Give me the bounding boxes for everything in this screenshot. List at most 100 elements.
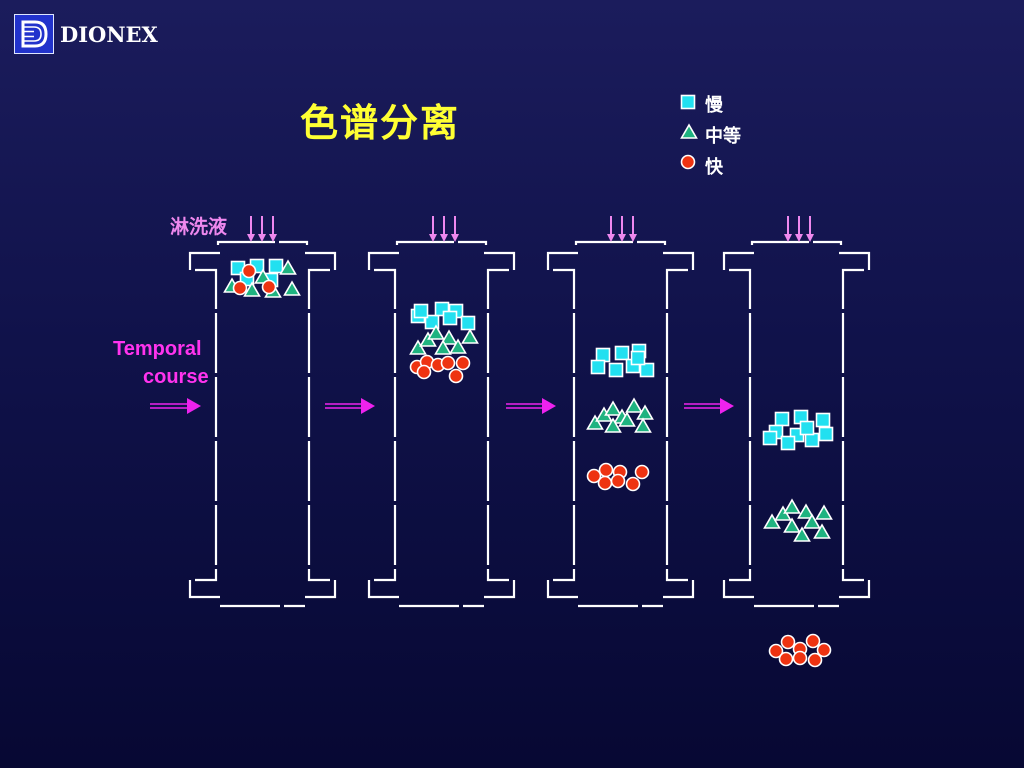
fast-component-circle — [807, 652, 823, 668]
medium-band-column-3 — [586, 397, 654, 433]
medium-band-column-2 — [409, 324, 479, 355]
eluent-arrow-head — [440, 234, 448, 242]
slow-component-square — [268, 258, 284, 274]
page-title: 色谱分离 — [300, 101, 461, 145]
fast-component-circle — [768, 643, 784, 659]
dionex-d-logo-icon — [14, 14, 54, 54]
slow-component-square — [608, 362, 624, 378]
medium-component-triangle — [586, 414, 604, 430]
slow-component-square — [614, 345, 630, 361]
eluent-arrow-head — [795, 234, 803, 242]
medium-component-triangle — [763, 513, 781, 529]
eluent-arrow-group — [607, 216, 637, 242]
fast-component-circle — [805, 633, 821, 649]
medium-component-triangle — [243, 281, 261, 297]
fast-component-circle — [440, 355, 456, 371]
slow-component-square — [780, 435, 796, 451]
slow-band-column-4 — [762, 409, 834, 451]
slow-band-column-3 — [590, 343, 655, 378]
time-arrow-head — [542, 398, 556, 414]
medium-component-triangle — [449, 338, 467, 354]
slow-component-square — [460, 315, 476, 331]
fast-component-circle — [634, 464, 650, 480]
eluent-arrow-head — [247, 234, 255, 242]
medium-component-triangle — [461, 328, 479, 344]
slow-component-square — [799, 420, 815, 436]
eluent-arrow-head — [629, 234, 637, 242]
medium-component-triangle — [440, 329, 458, 345]
medium-component-triangle — [813, 523, 831, 539]
fast-component-circle — [610, 473, 626, 489]
eluent-arrow-head — [618, 234, 626, 242]
fast-component-circle — [625, 476, 641, 492]
eluent-arrow-head — [607, 234, 615, 242]
medium-component-triangle — [604, 417, 622, 433]
medium-component-triangle — [793, 526, 811, 542]
temporal-label-line2: course — [143, 366, 209, 388]
slow-component-square — [804, 432, 820, 448]
medium-component-triangle — [783, 498, 801, 514]
slow-component-square — [413, 303, 429, 319]
fast-component-circle — [598, 462, 614, 478]
medium-component-triangle — [636, 404, 654, 420]
medium-component-triangle — [783, 517, 801, 533]
eluent-arrow-head — [806, 234, 814, 242]
fast-component-circle — [816, 642, 832, 658]
slow-component-square — [639, 362, 655, 378]
time-arrow — [150, 398, 201, 414]
fast-component-circle — [792, 650, 808, 666]
time-arrow — [506, 398, 556, 414]
chromatography-column — [188, 240, 337, 608]
time-arrow — [325, 398, 375, 414]
slow-component-square — [590, 359, 606, 375]
eluent-arrow-head — [258, 234, 266, 242]
chromatography-column — [546, 240, 695, 608]
medium-component-triangle — [434, 339, 452, 355]
eluent-arrow-head — [429, 234, 437, 242]
eluent-arrow-head — [269, 234, 277, 242]
medium-component-triangle — [815, 504, 833, 520]
temporal-label-line1: Temporal — [113, 338, 202, 360]
time-arrow-head — [187, 398, 201, 414]
chromatography-column — [722, 240, 871, 608]
eluent-arrow-group — [429, 216, 459, 242]
medium-component-triangle — [283, 280, 301, 296]
fast-component-circle — [780, 634, 796, 650]
slow-band-column-2 — [410, 301, 476, 331]
fast-component-circle — [778, 651, 794, 667]
fast-component-circle — [597, 475, 613, 491]
company-logo-text: DIONEX — [60, 22, 158, 47]
slow-component-square — [818, 426, 834, 442]
medium-component-triangle — [604, 400, 622, 416]
slow-component-square — [424, 314, 440, 330]
fast-component-circle — [448, 368, 464, 384]
medium-component-triangle — [634, 417, 652, 433]
slow-component-square — [630, 350, 646, 366]
eluent-arrow-head — [451, 234, 459, 242]
fast-band-column-2 — [409, 354, 471, 384]
slow-component-square — [762, 430, 778, 446]
time-arrow-head — [720, 398, 734, 414]
medium-component-triangle — [803, 513, 821, 529]
slow-component-square — [442, 310, 458, 326]
medium-component-triangle — [618, 411, 636, 427]
legend-label-fast: 快 — [705, 157, 723, 178]
chromatography-column — [367, 240, 516, 608]
time-arrow — [684, 398, 734, 414]
slow-component-square — [815, 412, 831, 428]
medium-component-triangle — [680, 123, 698, 139]
fast-component-circle — [680, 154, 696, 170]
medium-band-column-4 — [763, 498, 833, 542]
medium-component-triangle — [409, 339, 427, 355]
medium-component-triangle — [279, 259, 297, 275]
legend-label-slow: 慢 — [705, 95, 723, 116]
eluent-label: 淋洗液 — [170, 216, 228, 238]
eluent-arrow-group — [784, 216, 814, 242]
mixed-band-column-1 — [223, 258, 301, 298]
time-arrow-head — [361, 398, 375, 414]
medium-component-triangle — [797, 503, 815, 519]
slow-component-square — [774, 411, 790, 427]
fast-band-column-3 — [586, 462, 650, 492]
fast-component-circle — [232, 280, 248, 296]
